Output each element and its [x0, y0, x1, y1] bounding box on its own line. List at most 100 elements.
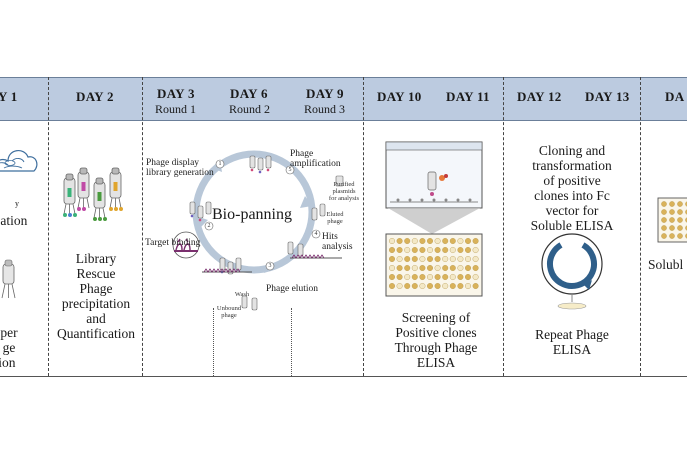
day-11-label: DAY 11	[446, 89, 490, 104]
header-bottom-line	[0, 120, 687, 121]
plate-well	[449, 273, 456, 280]
day-10-label: DAY 10	[377, 89, 422, 104]
plate-well	[669, 201, 675, 207]
col2-line-2: Rescue	[76, 266, 116, 281]
col4-line-1: Screening of	[401, 310, 471, 325]
day-9-label: DAY 9	[306, 86, 344, 101]
column-separator	[363, 77, 364, 376]
col5-line-6: Soluble ELISA	[530, 218, 614, 233]
col5-bottom-line-1: Repeat Phage	[535, 327, 609, 342]
plate-well	[464, 264, 471, 271]
col5-bottom-line-2: ELISA	[552, 342, 592, 357]
plate-well	[389, 255, 396, 262]
col5-line-1: Cloning and	[538, 143, 606, 158]
day-12-label: DAY 12	[517, 89, 562, 104]
biopanning-cycle-illustration	[172, 150, 344, 311]
plate-well	[669, 209, 675, 215]
label-wash: Wash	[234, 291, 250, 298]
label-phage-elution: Phage elution	[266, 284, 318, 294]
plate-well	[464, 237, 471, 244]
column-separator	[640, 77, 641, 376]
col1-fragment-4: ge	[2, 340, 16, 355]
plate-well	[427, 264, 434, 271]
plate-well	[404, 264, 411, 271]
step-number: 3	[268, 263, 272, 269]
plate-well	[411, 237, 418, 244]
plate-well	[661, 201, 667, 207]
plate-well	[449, 282, 456, 289]
plate-well	[419, 246, 426, 253]
col2-line-6: Quantification	[57, 326, 135, 341]
plate-well	[411, 273, 418, 280]
plate-well	[457, 237, 464, 244]
plate-well	[442, 273, 449, 280]
plate-well	[669, 233, 675, 239]
plate-well	[661, 217, 667, 223]
step-number: 5	[288, 167, 292, 173]
plate-well	[389, 237, 396, 244]
day-6-label: DAY 6	[230, 86, 268, 101]
phage-library-cloud-illustration	[0, 150, 38, 172]
plate-well	[434, 282, 441, 289]
plate-well	[464, 255, 471, 262]
plate-well	[411, 246, 418, 253]
col5-line-4: clones into Fc	[534, 188, 610, 203]
label-phage-display: Phage display library generation	[146, 158, 214, 178]
plate-well	[442, 282, 449, 289]
col4-line-2: Positive clones	[395, 325, 477, 340]
plate-well	[457, 273, 464, 280]
plate-well	[427, 255, 434, 262]
col1-fragment-2: ication	[0, 213, 28, 228]
label-eluted-phage: Eluted phage	[326, 211, 344, 225]
plate-well	[427, 237, 434, 244]
header-band	[0, 77, 687, 120]
col5-line-5: vector for	[545, 203, 599, 218]
plate-well	[396, 282, 403, 289]
plate-well	[457, 255, 464, 262]
label-hits-analysis: Hits analysis	[322, 232, 353, 252]
plate-well	[677, 201, 683, 207]
soluble-elisa-plate-illustration	[657, 197, 687, 243]
step-number: 1	[218, 161, 222, 167]
plate-well	[442, 264, 449, 271]
plate-well	[449, 246, 456, 253]
column-separator	[48, 77, 49, 376]
plate-well	[677, 217, 683, 223]
phage-library-illustration	[63, 167, 123, 221]
plate-well	[464, 246, 471, 253]
biopanning-title: Bio-panning	[212, 206, 292, 223]
plate-well	[669, 225, 675, 231]
day-2-label: DAY 2	[76, 89, 114, 104]
day-14-label: DA	[665, 89, 685, 104]
plate-well	[677, 233, 683, 239]
plate-well	[472, 273, 479, 280]
plate-well	[411, 282, 418, 289]
plate-well	[419, 282, 426, 289]
plate-well	[442, 237, 449, 244]
plate-well	[389, 246, 396, 253]
plate-well	[472, 255, 479, 262]
col2-line-4: precipitation	[61, 296, 131, 311]
plate-well	[396, 255, 403, 262]
plate-well	[419, 273, 426, 280]
plate-well	[404, 282, 411, 289]
round-3-label: Round 3	[304, 102, 346, 116]
plate-well	[449, 255, 456, 262]
label-phage-amplification: Phage amplification	[290, 149, 341, 169]
plate-well	[396, 264, 403, 271]
plate-well	[472, 237, 479, 244]
col6-fragment: Solubl	[648, 257, 684, 272]
plate-well	[472, 246, 479, 253]
plate-well	[464, 273, 471, 280]
day-1-label: Y 1	[0, 89, 18, 104]
plate-well	[427, 246, 434, 253]
col2-line-3: Phage	[79, 281, 113, 296]
label-target-binding: Target binding	[145, 238, 201, 248]
plate-well	[669, 217, 675, 223]
col4-line-4: ELISA	[416, 355, 456, 370]
plate-well	[389, 264, 396, 271]
step-number: 4	[314, 231, 318, 237]
col1-fragment-5: tion	[0, 355, 16, 370]
plate-well	[472, 264, 479, 271]
